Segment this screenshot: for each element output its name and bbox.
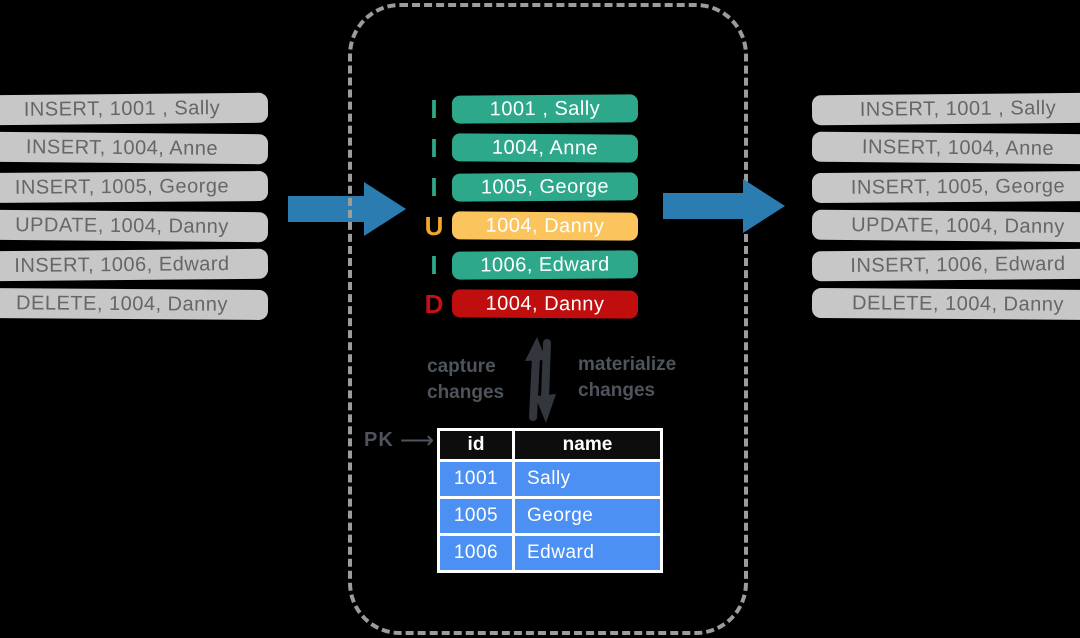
table-cell: 1001 — [440, 462, 512, 496]
event-pill: 1004, Danny — [451, 289, 639, 319]
arrow-up-icon — [529, 353, 540, 421]
event-row: I 1005, George — [418, 172, 639, 202]
log-entry: INSERT, 1004, Anne — [811, 131, 1080, 165]
arrow-down-icon — [541, 339, 551, 403]
primary-key-label: PK ⟶ — [364, 426, 435, 454]
op-update-letter: U — [424, 211, 444, 241]
arrow-right-icon: ⟶ — [399, 426, 435, 454]
log-entry: DELETE, 1004, Danny — [0, 287, 269, 321]
log-entry: INSERT, 1006, Edward — [0, 248, 269, 282]
captured-events: I 1001 , Sally I 1004, Anne I 1005, Geor… — [418, 94, 639, 319]
pk-text: PK — [364, 429, 394, 451]
cdc-container — [348, 3, 748, 635]
log-entry: INSERT, 1001 , Sally — [811, 92, 1080, 126]
log-entry: INSERT, 1004, Anne — [0, 131, 269, 165]
log-entry: DELETE, 1004, Danny — [811, 287, 1080, 321]
op-delete-letter: D — [424, 289, 444, 319]
source-change-log: INSERT, 1001 , Sally INSERT, 1004, Anne … — [0, 92, 269, 321]
event-pill: 1004, Anne — [451, 133, 639, 163]
event-pill: 1006, Edward — [451, 250, 639, 280]
event-row: U 1004, Danny — [418, 211, 639, 241]
materialize-changes-label: materialize changes — [578, 354, 677, 401]
event-row: D 1004, Danny — [418, 289, 639, 319]
event-row: I 1004, Anne — [418, 133, 639, 163]
op-insert-letter: I — [430, 172, 438, 202]
table-cell: George — [515, 499, 660, 533]
arrow-right-icon — [663, 179, 785, 233]
log-entry: INSERT, 1005, George — [811, 170, 1080, 204]
event-pill: 1001 , Sally — [451, 94, 639, 124]
materialized-table: id name 1001 Sally 1005 George 1006 Edwa… — [437, 428, 663, 573]
arrow-right-icon — [288, 182, 406, 236]
capture-materialize-arrows — [525, 337, 556, 423]
event-row: I 1001 , Sally — [418, 94, 639, 124]
event-pill: 1005, George — [451, 172, 639, 202]
table-cell: Sally — [515, 462, 660, 496]
event-row: I 1006, Edward — [418, 250, 639, 280]
log-entry: UPDATE, 1004, Danny — [0, 209, 269, 243]
table-cell: 1005 — [440, 499, 512, 533]
table-cell: 1006 — [440, 536, 512, 570]
op-insert-letter: I — [430, 133, 438, 163]
log-entry: UPDATE, 1004, Danny — [811, 209, 1080, 243]
output-change-log: INSERT, 1001 , Sally INSERT, 1004, Anne … — [811, 92, 1080, 321]
op-insert-letter: I — [430, 94, 438, 124]
column-header-id: id — [440, 431, 512, 459]
table-cell: Edward — [515, 536, 660, 570]
op-insert-letter: I — [430, 250, 438, 280]
log-entry: INSERT, 1005, George — [0, 170, 269, 204]
column-header-name: name — [515, 431, 660, 459]
event-pill: 1004, Danny — [451, 211, 639, 241]
log-entry: INSERT, 1006, Edward — [811, 248, 1080, 282]
capture-changes-label: capture changes — [427, 356, 505, 403]
log-entry: INSERT, 1001 , Sally — [0, 92, 269, 126]
